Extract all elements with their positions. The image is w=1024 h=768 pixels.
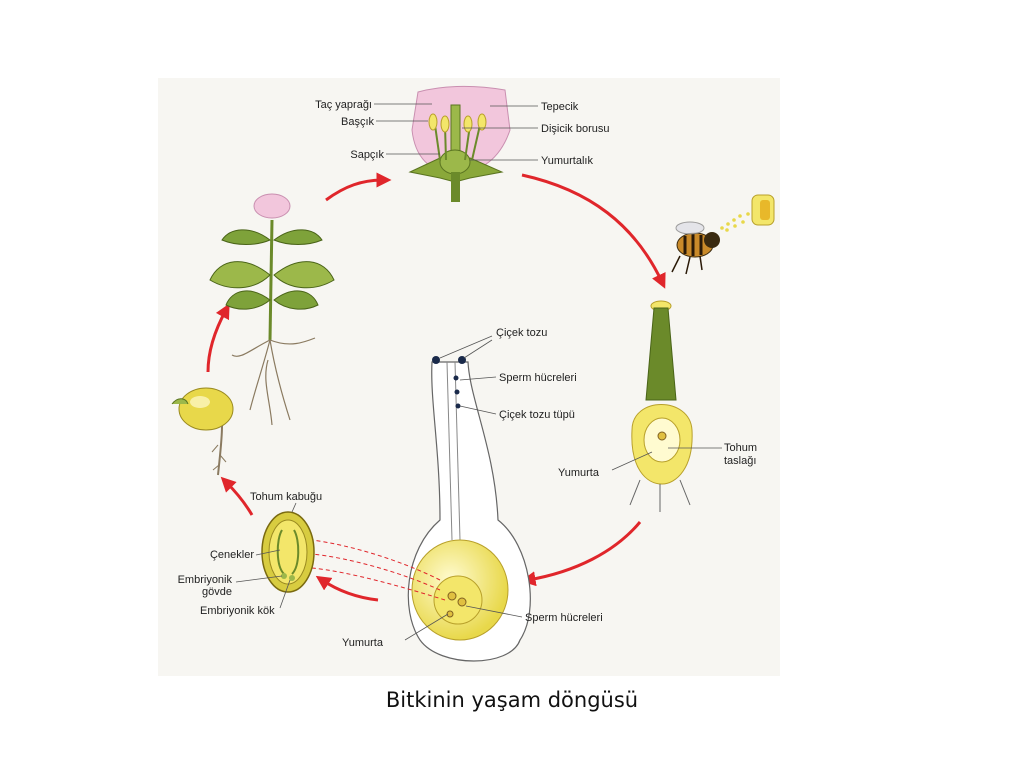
label-style: Dişicik borusu — [541, 123, 609, 135]
bee-illustration — [671, 221, 720, 275]
seed-cross-section — [261, 511, 315, 593]
ovule-label-lines — [611, 447, 722, 471]
fertilization-label-lines — [404, 335, 523, 641]
label-embryonic-stem-line1: Embriyonik — [178, 574, 233, 586]
pistil-with-ovule — [629, 300, 693, 512]
arrow-fertilization-to-seed — [315, 575, 379, 602]
label-stigma: Tepecik — [541, 101, 579, 113]
arrow-germination-to-plant — [206, 303, 230, 373]
dashed-arrows — [311, 539, 446, 601]
label-pollen-tube: Çiçek tozu tüpü — [499, 409, 575, 421]
label-ovule-line2: taslağı — [724, 455, 756, 467]
arrow-flower-to-pollination — [521, 173, 666, 289]
arrow-ovule-to-fertilization — [520, 521, 642, 587]
pollen-grains — [720, 212, 750, 232]
flower-label-lines — [374, 103, 538, 161]
seed-label-lines — [235, 502, 297, 609]
label-embryonic-root: Embriyonik kök — [200, 605, 275, 617]
label-ovary: Yumurtalık — [541, 155, 593, 167]
fertilization-pistil — [407, 356, 531, 662]
arrow-seed-to-germination — [220, 476, 254, 516]
label-sperm-cells-top: Sperm hücreleri — [499, 372, 577, 384]
diagram-caption: Bitkinin yaşam döngüsü — [385, 688, 639, 712]
label-fertilization-egg: Yumurta — [342, 637, 384, 649]
label-ovule-egg: Yumurta — [558, 467, 600, 479]
label-petal: Taç yaprağı — [315, 99, 372, 111]
young-plant — [209, 193, 335, 426]
label-cotyledons: Çenekler — [210, 549, 254, 561]
label-anther: Başçık — [341, 116, 375, 128]
label-filament: Sapçık — [350, 149, 384, 161]
label-pollen: Çiçek tozu — [496, 327, 547, 339]
label-ovule-line1: Tohum — [724, 442, 757, 454]
label-seed-coat: Tohum kabuğu — [250, 491, 322, 503]
arrow-plant-to-flower — [325, 172, 392, 202]
anther-open — [751, 194, 775, 226]
label-embryonic-stem-line2: gövde — [202, 586, 232, 598]
germinating-seed — [171, 387, 234, 476]
label-sperm-cells-bottom: Sperm hücreleri — [525, 612, 603, 624]
cycle-arrows — [206, 172, 666, 602]
